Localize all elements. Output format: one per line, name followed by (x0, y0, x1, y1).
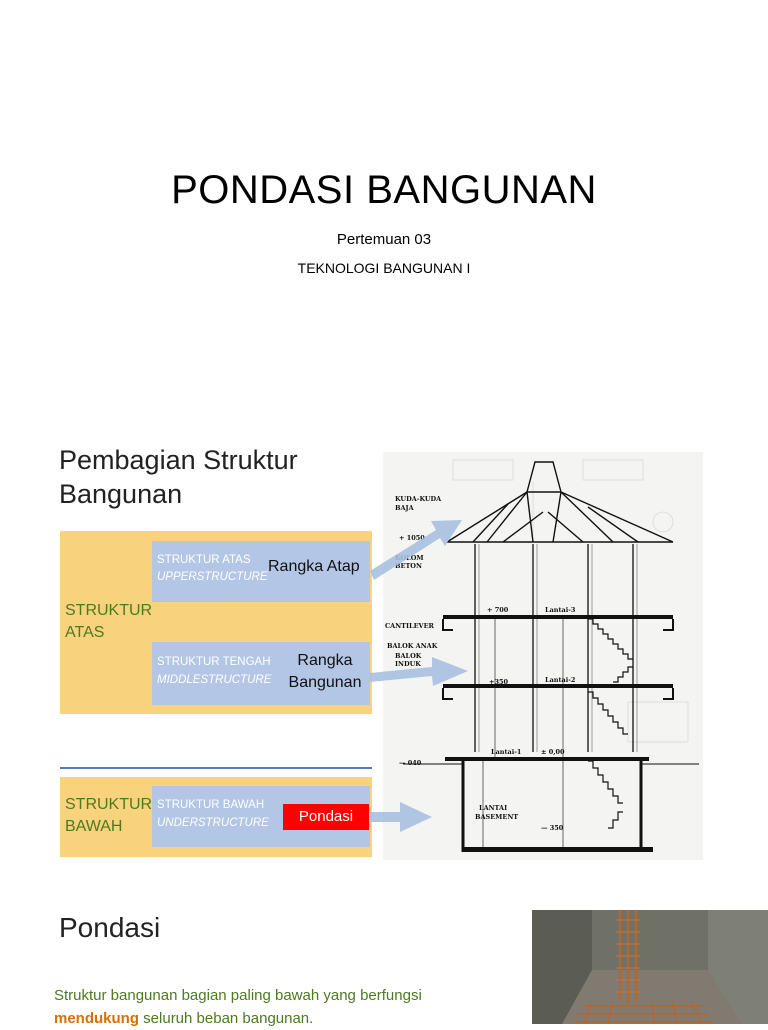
label-rangka-atap: Rangka Atap (268, 558, 360, 575)
label-rangka-bangunan-line-1: Rangka (297, 652, 353, 669)
slide-title: PONDASI BANGUNAN (171, 168, 597, 212)
lower-band-line-1: STRUKTUR (65, 796, 153, 813)
label-kuda-kuda: KUDA-KUDA (395, 495, 442, 503)
box-struktur-atas: STRUKTUR ATAS UPPERSTRUCTURE (152, 541, 370, 602)
label-elev-040: — 040 (399, 759, 422, 767)
slide-course: TEKNOLOGI BANGUNAN I (297, 260, 471, 276)
upper-band-line-2: ATAS (65, 624, 105, 641)
label-lantai-basement-1: LANTAI (479, 804, 507, 812)
label-elev-1050: + 1050 (399, 534, 425, 542)
label-cantilever: CANTILEVER (385, 622, 435, 630)
box-atas-subtitle: UPPERSTRUCTURE (157, 571, 268, 583)
upper-band-line-1: STRUKTUR (65, 602, 153, 619)
label-kolom: KOLOM (395, 554, 424, 562)
slide3-heading: Pondasi (59, 912, 161, 943)
label-lantai-basement-2: BASEMENT (475, 813, 518, 821)
section-divider (60, 767, 372, 769)
title-slide: PONDASI BANGUNAN Pertemuan 03 TEKNOLOGI … (0, 0, 768, 420)
heading-line-1: Pembagian Struktur (59, 445, 298, 475)
label-balok: BALOK (395, 652, 422, 660)
heading-line-2: Bangunan (59, 479, 183, 509)
label-beton: BETON (395, 562, 422, 570)
label-elev-700: + 700 (487, 606, 509, 614)
box-atas-title: STRUKTUR ATAS (157, 554, 251, 566)
label-elev-000: ± 0,00 (541, 748, 565, 756)
box-struktur-tengah: STRUKTUR TENGAH MIDDLESTRUCTURE (152, 642, 370, 705)
lower-band-label: STRUKTUR BAWAH (65, 794, 152, 838)
label-elev-m350: — 350 (541, 824, 564, 832)
label-induk: INDUK (395, 660, 421, 668)
desc-emphasis: mendukung (54, 1010, 139, 1027)
desc-part-2: seluruh beban bangunan. (143, 1010, 314, 1027)
label-elev-350: +350 (489, 678, 508, 686)
lower-band-line-2: BAWAH (65, 818, 123, 835)
foundation-photo (532, 910, 768, 1024)
pondasi-tag: Pondasi (283, 804, 369, 830)
desc-part-1: Struktur bangunan bagian paling bawah ya… (54, 987, 422, 1004)
upper-band-label: STRUKTUR ATAS (65, 600, 152, 644)
slide2-heading: Pembagian Struktur Bangunan (59, 443, 298, 511)
building-section-drawing: KUDA-KUDA BAJA + 1050 KOLOM BETON + 700 … (383, 452, 703, 860)
pondasi-description: Struktur bangunan bagian paling bawah ya… (54, 984, 504, 1030)
box-tengah-title: STRUKTUR TENGAH (157, 656, 271, 668)
label-baja: BAJA (395, 504, 415, 512)
label-rangka-bangunan-line-2: Bangunan (288, 674, 362, 691)
box-bawah-title: STRUKTUR BAWAH (157, 799, 265, 811)
label-rangka-bangunan: Rangka Bangunan (281, 650, 369, 694)
label-lantai-2: Lantai-2 (545, 676, 575, 684)
label-lantai-3: Lantai-3 (545, 606, 576, 614)
box-tengah-subtitle: MIDDLESTRUCTURE (157, 674, 272, 686)
slide-subtitle: Pertemuan 03 (336, 231, 432, 248)
box-bawah-subtitle: UNDERSTRUCTURE (157, 817, 269, 829)
label-balok-anak: BALOK ANAK (387, 642, 438, 650)
label-lantai-1: Lantai-1 (491, 748, 521, 756)
